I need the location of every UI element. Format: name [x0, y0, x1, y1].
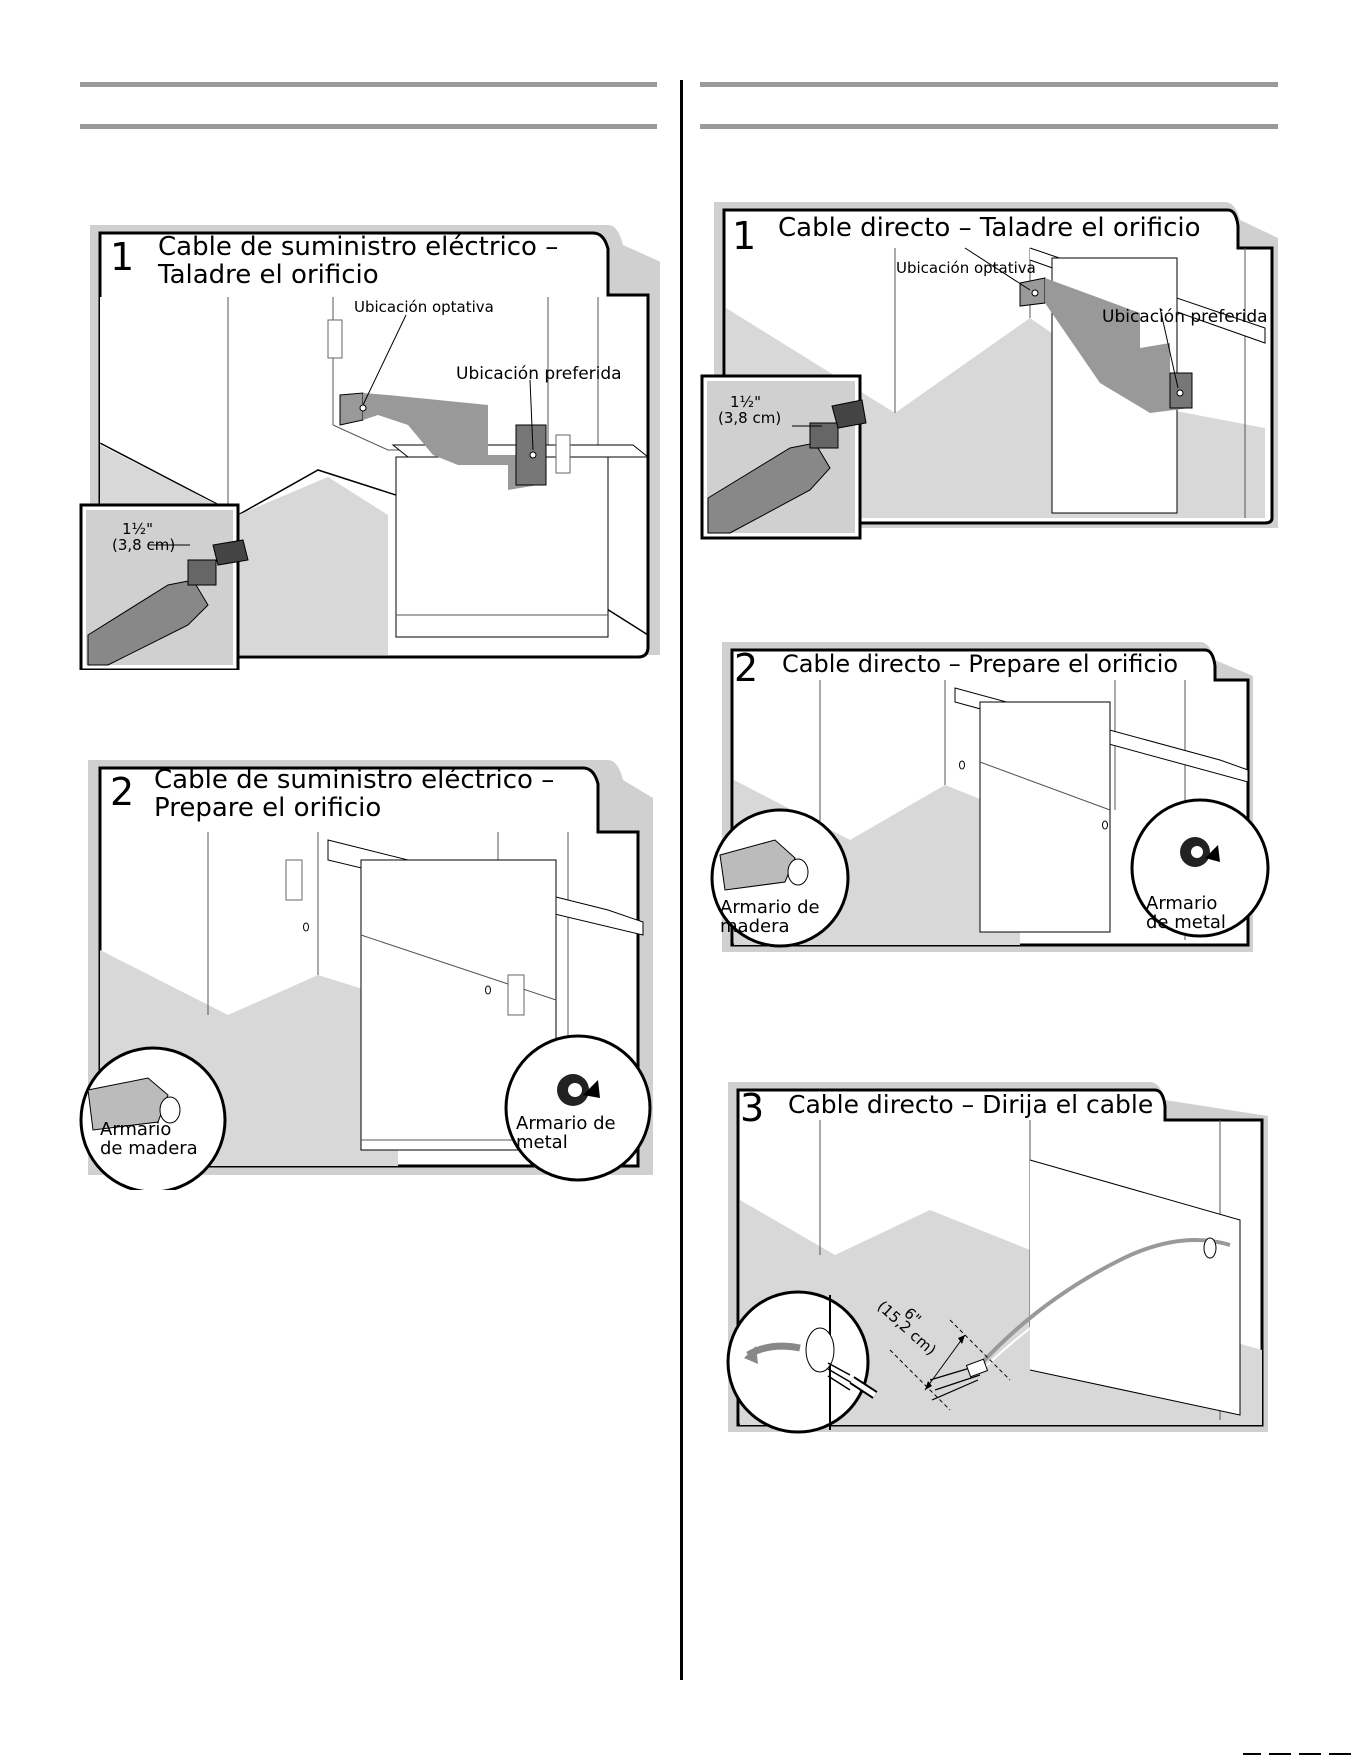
column-divider: [680, 80, 683, 1680]
left-step1-drawing: [79, 225, 660, 670]
right-step2-wood-line1: Armario de: [720, 897, 820, 918]
right-step3-number: 3: [740, 1086, 765, 1130]
right-step2-metal-line2: de metal: [1146, 912, 1226, 933]
left-step1-drill-metric: (3,8 cm): [112, 536, 176, 554]
right-step1-number: 1: [732, 214, 757, 258]
right-step2-metal-line1: Armario: [1146, 893, 1218, 914]
left-step1-illustration: 1 Cable de suministro eléctrico – Taladr…: [78, 215, 660, 670]
right-step1-drawing: [700, 202, 1278, 540]
footer-registration-marks: [1243, 1753, 1351, 1755]
left-step1-number: 1: [110, 235, 135, 279]
left-step2-drawing: [79, 760, 653, 1190]
left-step2-metal-line2: metal: [516, 1132, 568, 1153]
right-step1-drill-metric: (3,8 cm): [718, 409, 782, 427]
left-step2-wood-line2: de madera: [100, 1138, 198, 1159]
right-header-rule-bottom: [700, 124, 1278, 129]
right-step2-wood-line2: madera: [720, 916, 790, 937]
right-step3-drawing: [726, 1082, 1268, 1434]
right-step1-title: Cable directo – Taladre el orificio: [778, 213, 1201, 243]
right-step2-number: 2: [734, 646, 759, 690]
left-step1-label-optional: Ubicación optativa: [354, 298, 494, 316]
right-step3-illustration: 3 Cable directo – Dirija el cable 6" (15…: [700, 1080, 1282, 1450]
left-header-rule-top: [80, 82, 657, 87]
left-step1-drill-size: 1½": [122, 520, 153, 538]
left-step1-title-line1: Cable de suministro eléctrico –: [158, 232, 559, 262]
right-step2-title: Cable directo – Prepare el orificio: [782, 650, 1179, 678]
right-step1-label-optional: Ubicación optativa: [896, 259, 1036, 277]
left-step2-metal-line1: Armario de: [516, 1113, 616, 1134]
right-step3-title: Cable directo – Dirija el cable: [788, 1090, 1154, 1119]
right-header-rule-top: [700, 82, 1278, 87]
left-step1-label-preferred: Ubicación preferida: [456, 364, 622, 384]
right-step1-drill-size: 1½": [730, 393, 761, 411]
right-step2-illustration: 2 Cable directo – Prepare el orificio Ar…: [700, 640, 1282, 965]
left-step2-wood-line1: Armario: [100, 1119, 172, 1140]
left-step2-title-line2: Prepare el orificio: [154, 793, 382, 823]
left-step2-number: 2: [110, 770, 135, 814]
right-step1-illustration: 1 Cable directo – Taladre el orificio Ub…: [700, 198, 1282, 543]
left-step2-illustration: 2 Cable de suministro eléctrico – Prepar…: [78, 750, 660, 1190]
left-header-rule-bottom: [80, 124, 657, 129]
left-step2-title-line1: Cable de suministro eléctrico –: [154, 765, 555, 795]
right-step1-label-preferred: Ubicación preferida: [1102, 307, 1268, 327]
right-step2-drawing: [710, 642, 1270, 952]
left-step1-title-line2: Taladre el orificio: [158, 260, 379, 290]
